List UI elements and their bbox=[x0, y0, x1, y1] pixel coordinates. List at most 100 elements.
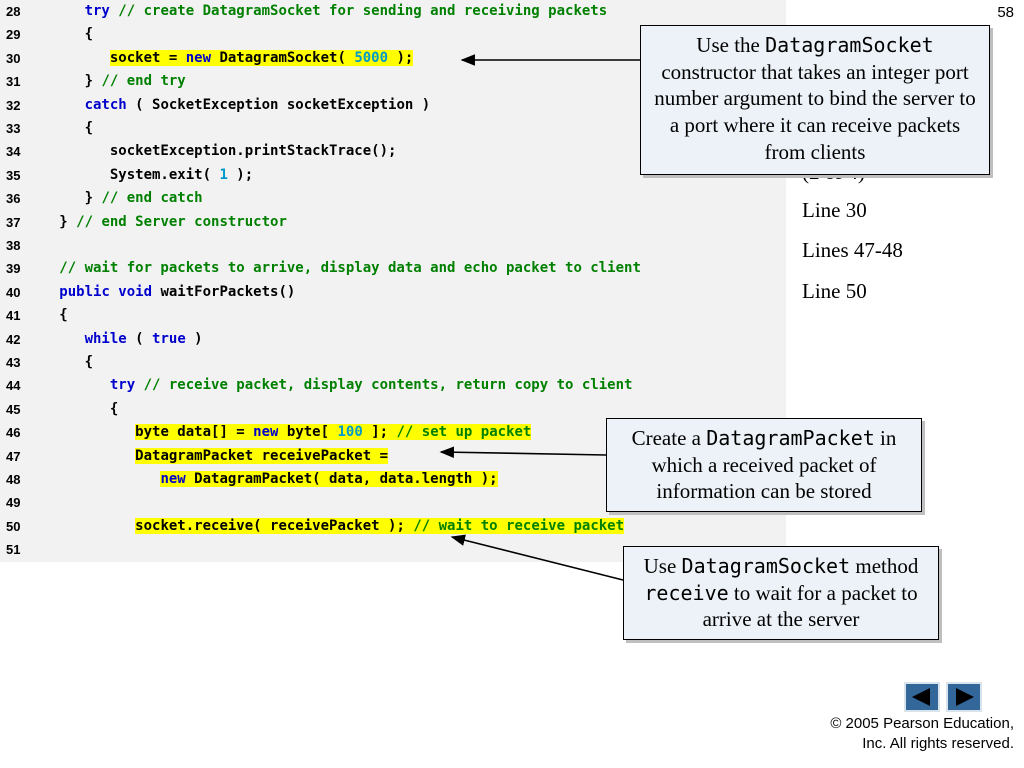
sidebar-label-line-50: Line 50 bbox=[802, 279, 867, 303]
previous-slide-button[interactable] bbox=[904, 682, 940, 712]
code-token: } bbox=[34, 73, 102, 90]
code-token: } bbox=[34, 213, 77, 230]
line-number: 38 bbox=[6, 238, 21, 253]
code-token: // wait for packets to arrive, display d… bbox=[34, 260, 641, 277]
code-text: } // end Server constructor bbox=[34, 211, 287, 234]
line-number: 44 bbox=[6, 378, 21, 394]
line-number: 39 bbox=[6, 261, 21, 277]
code-token: new bbox=[160, 471, 186, 487]
code-token: System.exit( bbox=[34, 166, 220, 183]
code-token: DatagramPacket receivePacket = bbox=[135, 447, 389, 464]
callout-receive-method: Use DatagramSocket method receive to wai… bbox=[623, 546, 939, 640]
line-number: 31 bbox=[6, 74, 21, 90]
code-token: // end catch bbox=[101, 190, 203, 207]
next-slide-button[interactable] bbox=[946, 682, 982, 712]
code-token: 5000 bbox=[354, 49, 389, 66]
code-text: socket.receive( receivePacket ); // wait… bbox=[34, 515, 625, 538]
code-text: { bbox=[34, 117, 93, 140]
triangle-right-icon bbox=[956, 688, 974, 706]
code-token: byte data[] = bbox=[135, 424, 254, 441]
line-number: 33 bbox=[6, 121, 21, 136]
code-token: new bbox=[253, 424, 279, 441]
line-number: 35 bbox=[6, 167, 21, 183]
code-token: // set up packet bbox=[396, 424, 532, 441]
line-number: 41 bbox=[6, 308, 21, 324]
code-token: new bbox=[185, 49, 212, 66]
code-token: // create DatagramSocket for sending and… bbox=[109, 3, 608, 19]
line-number: 42 bbox=[6, 331, 21, 347]
code-token: { bbox=[34, 400, 119, 417]
code-text: { bbox=[34, 23, 93, 46]
callout-datagram-socket-constructor: Use the DatagramSocket constructor that … bbox=[640, 25, 990, 175]
code-text: { bbox=[34, 398, 118, 421]
code-text: { bbox=[34, 351, 93, 374]
code-token: } bbox=[34, 190, 102, 207]
code-text: while ( true ) bbox=[34, 328, 203, 351]
code-token: ); bbox=[227, 166, 254, 183]
sidebar-label-lines-47-48: Lines 47-48 bbox=[802, 238, 903, 262]
code-token: // end try bbox=[101, 73, 186, 90]
copyright-line-2: Inc. All rights reserved. bbox=[862, 735, 1014, 753]
arrow-lines-47-48 bbox=[439, 446, 607, 458]
line-number: 29 bbox=[6, 27, 21, 43]
copyright-notice: © 2005 Pearson Education, Inc. All right… bbox=[830, 714, 1014, 755]
code-token: ); bbox=[388, 49, 414, 66]
code-token: { bbox=[34, 26, 94, 43]
code-token: 100 bbox=[337, 424, 363, 441]
code-token: socket = bbox=[109, 49, 186, 66]
code-token: DatagramSocket( bbox=[211, 49, 355, 66]
page-number: 58 bbox=[997, 4, 1014, 21]
code-token: { bbox=[34, 307, 68, 324]
code-token: ( SocketException socketException ) bbox=[126, 96, 431, 113]
code-token: while bbox=[84, 330, 127, 347]
arrow-line-50 bbox=[450, 534, 624, 581]
code-token: ( bbox=[126, 330, 153, 347]
code-text: public void waitForPackets() bbox=[34, 281, 295, 304]
line-number: 30 bbox=[6, 50, 21, 66]
code-text: DatagramPacket receivePacket = bbox=[34, 445, 389, 468]
line-number: 48 bbox=[6, 472, 21, 487]
callout-datagram-packet: Create a DatagramPacket in which a recei… bbox=[606, 418, 922, 512]
code-text: try // receive packet, display contents,… bbox=[34, 374, 633, 397]
line-number: 51 bbox=[6, 542, 21, 558]
line-number: 43 bbox=[6, 355, 21, 370]
copyright-line-1: © 2005 Pearson Education, bbox=[830, 715, 1014, 732]
line-number: 36 bbox=[6, 191, 21, 207]
code-text: { bbox=[34, 304, 68, 327]
code-token: socket.receive( receivePacket ); bbox=[135, 517, 414, 534]
callout-code-receive: receive bbox=[644, 580, 729, 605]
sidebar-label-line-30: Line 30 bbox=[802, 198, 867, 222]
code-token: { bbox=[34, 354, 94, 370]
code-token: 1 bbox=[219, 166, 228, 183]
line-number: 40 bbox=[6, 284, 21, 300]
code-text: catch ( SocketException socketException … bbox=[34, 94, 431, 117]
code-token: catch bbox=[84, 96, 127, 113]
code-token: socketException.printStackTrace(); bbox=[34, 143, 397, 160]
code-token: waitForPackets() bbox=[152, 283, 296, 300]
code-token: DatagramPacket( data, data.length ); bbox=[185, 471, 498, 487]
callout-code-datagrampacket: DatagramPacket bbox=[706, 426, 875, 450]
line-number: 46 bbox=[6, 425, 21, 441]
code-text: // wait for packets to arrive, display d… bbox=[34, 257, 641, 280]
code-token: public void bbox=[59, 283, 153, 300]
code-token: ) bbox=[185, 330, 203, 347]
line-number: 47 bbox=[6, 448, 21, 464]
code-token: { bbox=[34, 120, 94, 136]
code-text: socketException.printStackTrace(); bbox=[34, 140, 397, 163]
code-token: byte[ bbox=[278, 424, 338, 441]
code-text: byte data[] = new byte[ 100 ]; // set up… bbox=[34, 421, 532, 444]
line-number: 50 bbox=[6, 518, 21, 534]
code-text: new DatagramPacket( data, data.length ); bbox=[34, 468, 498, 491]
callout-code-datagramsocket-2: DatagramSocket bbox=[681, 554, 851, 578]
line-number: 28 bbox=[6, 4, 21, 19]
line-number: 49 bbox=[6, 495, 21, 511]
code-text: socket = new DatagramSocket( 5000 ); bbox=[34, 47, 414, 70]
line-number: 45 bbox=[6, 401, 21, 417]
code-token: // end Server constructor bbox=[76, 213, 287, 230]
code-text: } // end catch bbox=[34, 187, 203, 210]
code-token: try bbox=[109, 377, 136, 394]
code-token: try bbox=[84, 3, 110, 19]
line-number: 32 bbox=[6, 97, 21, 113]
callout-code-datagramsocket: DatagramSocket bbox=[765, 33, 934, 57]
